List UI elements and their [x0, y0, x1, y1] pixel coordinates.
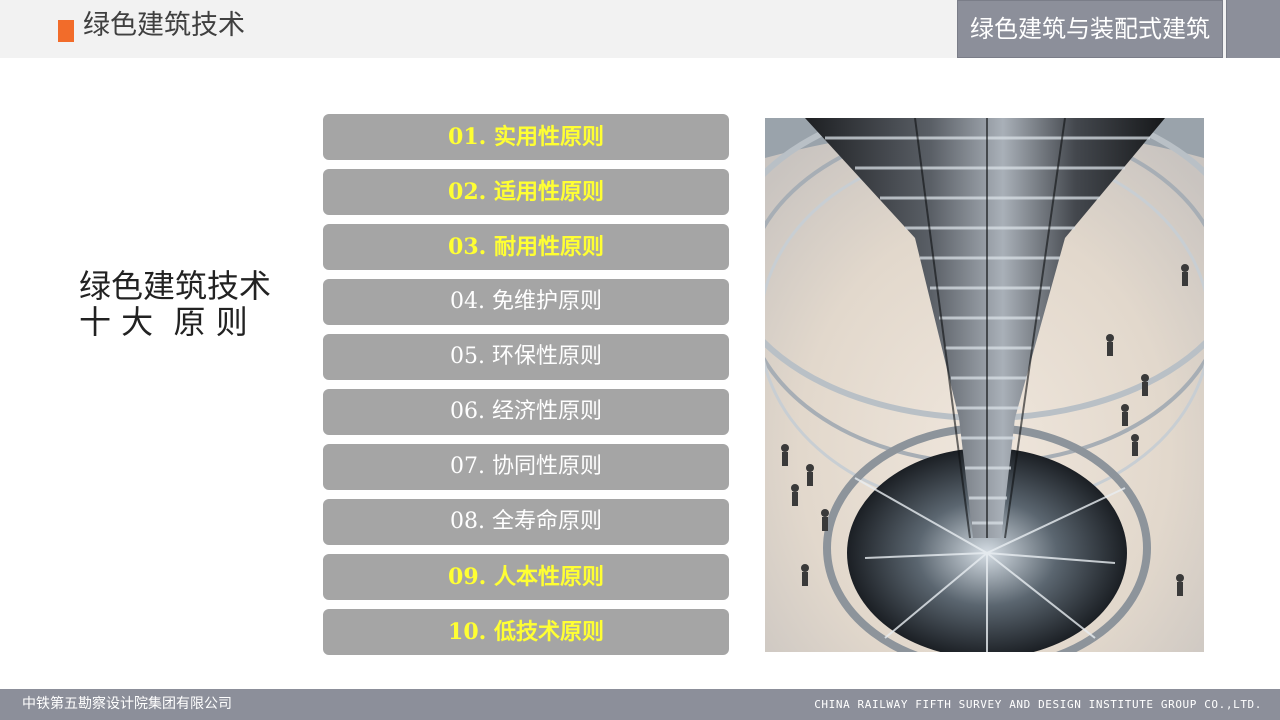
- section-tag[interactable]: 绿色建筑与装配式建筑: [957, 0, 1223, 58]
- page-title: 绿色建筑技术: [83, 10, 245, 41]
- principle-item-06[interactable]: 06. 经济性原则: [323, 389, 729, 435]
- principle-item-02[interactable]: 02. 适用性原则: [323, 169, 729, 215]
- principle-item-05[interactable]: 05. 环保性原则: [323, 334, 729, 380]
- principle-item-01[interactable]: 01. 实用性原则: [323, 114, 729, 160]
- header-accent-mark: [58, 20, 74, 42]
- side-title-line-2: 十 大 原 则: [79, 303, 248, 341]
- footer-bar: 中铁第五勘察设计院集团有限公司 CHINA RAILWAY FIFTH SURV…: [0, 689, 1280, 720]
- company-name-cn: 中铁第五勘察设计院集团有限公司: [22, 696, 232, 712]
- section-tag-end-block: [1226, 0, 1280, 58]
- side-title: 绿色建筑技术 十 大 原 则: [79, 268, 279, 340]
- company-name-en: CHINA RAILWAY FIFTH SURVEY AND DESIGN IN…: [814, 698, 1262, 711]
- principle-item-09[interactable]: 09. 人本性原则: [323, 554, 729, 600]
- principle-item-04[interactable]: 04. 免维护原则: [323, 279, 729, 325]
- principle-item-10[interactable]: 10. 低技术原则: [323, 609, 729, 655]
- side-title-line-1: 绿色建筑技术: [79, 267, 272, 305]
- principle-item-03[interactable]: 03. 耐用性原则: [323, 224, 729, 270]
- principle-item-08[interactable]: 08. 全寿命原则: [323, 499, 729, 545]
- principles-list: 01. 实用性原则 02. 适用性原则 03. 耐用性原则 04. 免维护原则 …: [323, 114, 729, 664]
- header-bar: 绿色建筑技术 绿色建筑与装配式建筑: [0, 0, 1280, 58]
- principle-item-07[interactable]: 07. 协同性原则: [323, 444, 729, 490]
- dome-interior-photo: [765, 118, 1204, 652]
